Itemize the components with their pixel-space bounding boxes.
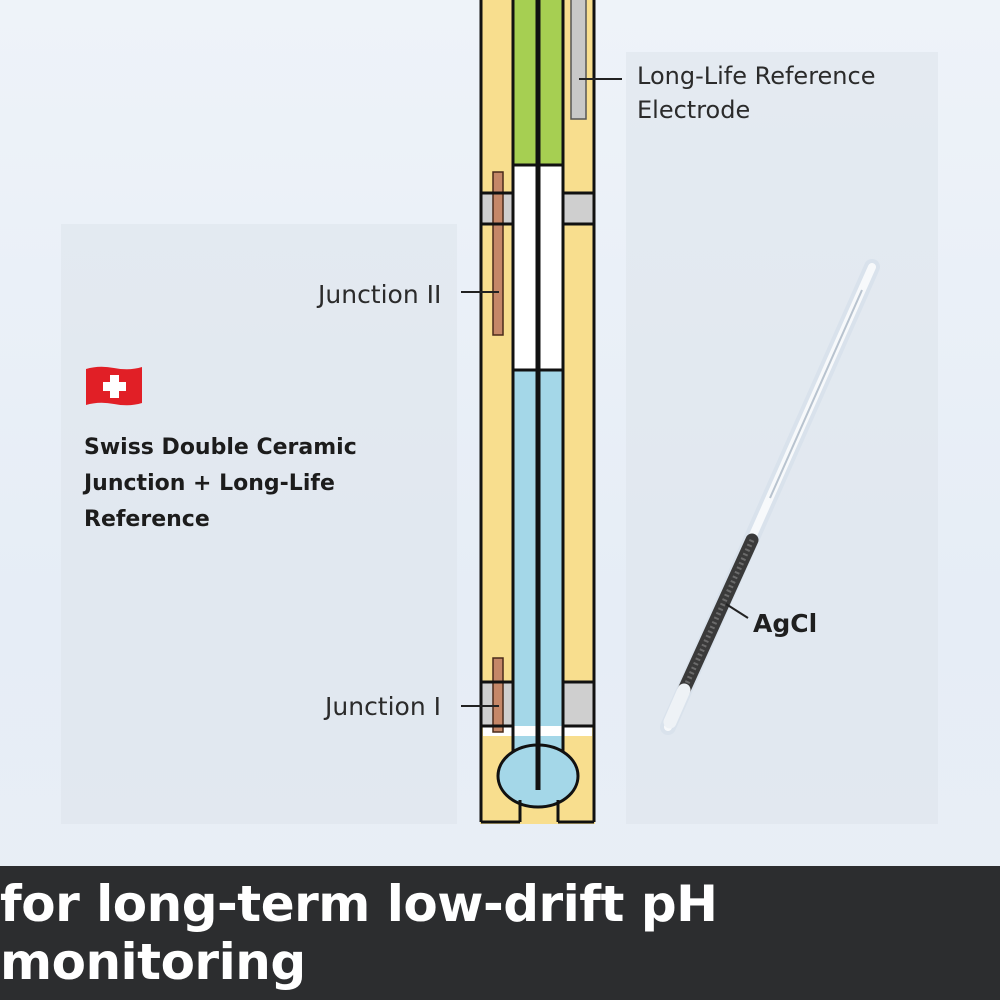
junction-1-ceramic <box>492 657 504 733</box>
junction-2-label: Junction II <box>318 280 442 309</box>
seal-upper-right <box>563 193 594 224</box>
leader-agcl <box>725 603 749 619</box>
feature-line1: Swiss Double Ceramic <box>84 435 357 460</box>
swiss-flag-icon <box>86 366 142 406</box>
left-info-panel <box>61 224 457 824</box>
tube-tip <box>663 683 691 729</box>
seal-lower-right <box>563 682 594 726</box>
junction-2-ceramic <box>492 171 504 336</box>
glass-tube-inner-line <box>769 289 863 499</box>
junction-1-label: Junction I <box>325 692 442 721</box>
feature-line2: Junction + Long-Life <box>84 471 335 496</box>
agcl-label: AgCl <box>753 609 818 638</box>
reference-label-line1: Long-Life Reference <box>637 62 876 90</box>
electrode-body <box>461 0 622 824</box>
bottom-banner: for long-term low-drift pH monitoring <box>0 866 1000 1000</box>
reference-rod <box>570 0 587 120</box>
agcl-reference-element <box>660 259 880 735</box>
agcl-core <box>677 533 759 697</box>
feature-description: Swiss Double Ceramic Junction + Long-Lif… <box>84 430 424 538</box>
reference-electrode-label: Long-Life Reference Electrode <box>637 60 875 127</box>
reference-label-line2: Electrode <box>637 95 751 124</box>
banner-text: for long-term low-drift pH monitoring <box>0 875 718 991</box>
body-outline <box>479 0 596 824</box>
feature-line3: Reference <box>84 507 210 532</box>
